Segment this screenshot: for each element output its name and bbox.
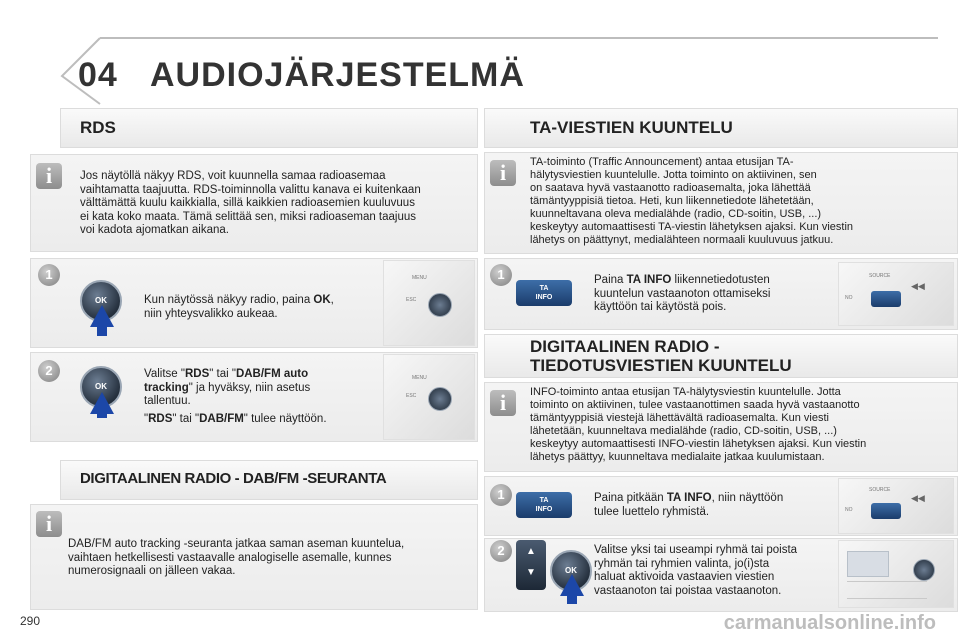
menu-label: MENU	[412, 375, 427, 381]
dig-step1-text: Paina pitkään TA INFO, niin näyttöön tul…	[594, 492, 784, 518]
pointer-arrow-head	[90, 392, 114, 414]
ok-knob-thumbnail	[428, 387, 452, 411]
source-panel-thumbnail: SOURCE NO ◀◀	[838, 478, 954, 534]
no-label: NO	[845, 507, 853, 513]
no-label: NO	[845, 295, 853, 301]
source-label: SOURCE	[869, 273, 891, 279]
dig-heading: DIGITAALINEN RADIO - TIEDOTUSVIESTIEN KU…	[530, 337, 792, 375]
dab-heading-bar	[60, 460, 478, 500]
step-number: 1	[38, 264, 60, 286]
ta-info-thumbnail-button	[871, 291, 901, 307]
ok-button[interactable]: OK	[550, 550, 592, 592]
step-number: 2	[38, 360, 60, 382]
chapter-title: AUDIOJÄRJESTELMÄ	[150, 56, 525, 94]
source-label: SOURCE	[869, 487, 891, 493]
step-number: 1	[490, 484, 512, 506]
keypad-display	[847, 551, 889, 577]
ta-heading: TA-VIESTIEN KUUNTELU	[530, 118, 733, 137]
rds-step2-text: Valitse "RDS" tai "DAB/FM auto tracking"…	[144, 368, 327, 425]
step-number: 2	[490, 540, 512, 562]
rds-heading-bar	[60, 108, 478, 148]
rds-heading: RDS	[80, 118, 116, 137]
dab-info-text: DAB/FM auto tracking -seuranta jatkaa sa…	[68, 538, 405, 577]
ok-knob-thumbnail	[428, 293, 452, 317]
up-down-buttons: ▲ ▼	[516, 540, 546, 590]
step-number: 1	[490, 264, 512, 286]
up-arrow-icon[interactable]: ▲	[526, 546, 536, 557]
dig-heading-bar	[484, 334, 958, 378]
pointer-arrow	[567, 588, 577, 604]
info-icon: i	[36, 511, 62, 537]
dab-heading: DIGITAALINEN RADIO - DAB/FM -SEURANTA	[80, 470, 387, 487]
esc-label: ESC	[406, 393, 417, 399]
radio-panel-thumbnail: MENU ESC	[383, 354, 475, 440]
dig-info-text: INFO-toiminto antaa etusijan TA-hälytysv…	[530, 386, 867, 463]
esc-label: ESC	[406, 297, 417, 303]
seek-back-icon: ◀◀	[911, 281, 925, 291]
ta-step1-text: Paina TA INFO liikennetiedotusten kuunte…	[594, 274, 771, 313]
ta-info-panel	[484, 152, 958, 254]
seek-back-icon: ◀◀	[911, 493, 925, 503]
menu-label: MENU	[412, 275, 427, 281]
info-icon: i	[490, 390, 516, 416]
radio-panel-thumbnail: MENU ESC	[383, 260, 475, 346]
watermark: carmanualsonline.info	[723, 612, 936, 634]
dig-info-panel	[484, 382, 958, 472]
chapter-number: 04	[78, 56, 118, 94]
ta-heading-bar	[484, 108, 958, 148]
ta-info-text: TA-toiminto (Traffic Announcement) antaa…	[530, 156, 854, 246]
keypad-thumbnail	[838, 540, 954, 608]
pointer-arrow	[97, 318, 107, 336]
info-icon: i	[490, 160, 516, 186]
rds-info-text: Jos näytöllä näkyy RDS, voit kuunnella s…	[80, 170, 421, 236]
page-number: 290	[20, 614, 41, 628]
ta-info-thumbnail-button	[871, 503, 901, 519]
ok-knob-thumbnail	[913, 559, 935, 581]
dab-info-panel	[30, 504, 478, 610]
down-arrow-icon[interactable]: ▼	[526, 567, 536, 578]
header-frame	[60, 37, 938, 105]
rds-step1-text: Kun näytössä näkyy radio, paina OK, niin…	[144, 294, 334, 320]
keypad-keys	[847, 581, 927, 599]
pointer-arrow-head	[560, 574, 584, 596]
pointer-arrow-head	[90, 305, 114, 327]
source-panel-thumbnail: SOURCE NO ◀◀	[838, 262, 954, 326]
info-icon: i	[36, 163, 62, 189]
dig-step2-text: Valitse yksi tai useampi ryhmä tai poist…	[594, 544, 798, 597]
rds-info-panel	[30, 154, 478, 252]
